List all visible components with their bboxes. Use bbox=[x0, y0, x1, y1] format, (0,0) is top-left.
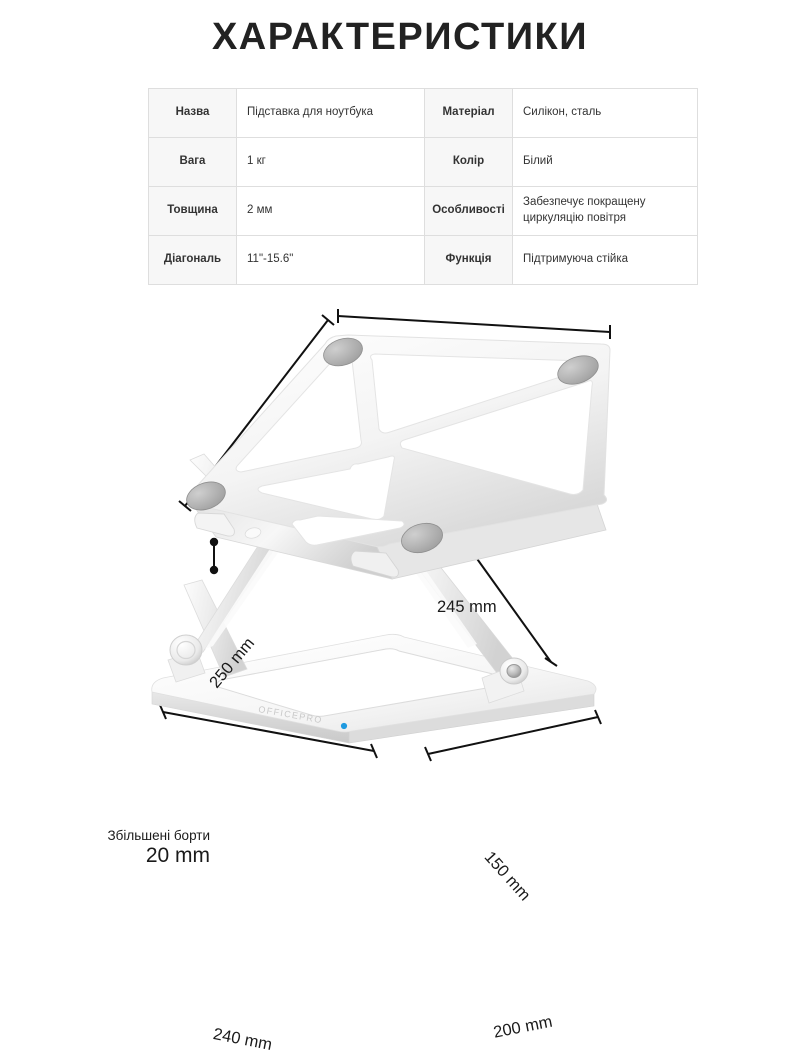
spec-value-color: Білий bbox=[512, 137, 698, 187]
platform-slot-lower bbox=[291, 515, 405, 546]
spec-value-function: Підтримуюча стійка bbox=[512, 235, 698, 285]
spec-value-features: Забезпечує покращену циркуляцію повітря bbox=[512, 186, 698, 236]
dimension-label-200mm: 200 mm bbox=[492, 1012, 554, 1042]
top-platform bbox=[186, 334, 611, 580]
rim-lip-right bbox=[350, 550, 399, 578]
corner-pad-bottom-left bbox=[186, 481, 226, 511]
specifications-table: Назва Підставка для ноутбука Матеріал Си… bbox=[148, 88, 698, 285]
page-title: ХАРАКТЕРИСТИКИ bbox=[211, 16, 589, 58]
rim-lip-left bbox=[194, 512, 235, 537]
dimension-label-245mm: 245 mm bbox=[437, 598, 497, 616]
rim-note: Збільшені борти 20 mm bbox=[88, 828, 210, 868]
rim-note-label: Збільшені борти bbox=[107, 828, 210, 843]
spec-key-function: Функція bbox=[424, 235, 513, 285]
dimension-line-20mm bbox=[209, 537, 219, 575]
corner-pad-bottom-right bbox=[401, 522, 443, 554]
right-hinge bbox=[481, 657, 529, 704]
spec-key-features: Особливості bbox=[424, 186, 513, 236]
table-row: Товщина 2 мм Особливості Забезпечує покр… bbox=[148, 186, 698, 236]
spec-key-material: Матеріал bbox=[424, 88, 513, 138]
dimension-line-200mm bbox=[424, 709, 602, 762]
spec-value-thickness: 2 мм bbox=[236, 186, 425, 236]
dimension-label-240mm: 240 mm bbox=[211, 1025, 274, 1055]
right-hinge-screw-icon bbox=[506, 664, 522, 678]
table-row: Вага 1 кг Колір Білий bbox=[148, 137, 698, 187]
spec-value-material: Силікон, сталь bbox=[512, 88, 698, 138]
rim-roller bbox=[244, 527, 262, 539]
spec-table-container: Назва Підставка для ноутбука Матеріал Си… bbox=[148, 88, 698, 285]
spec-value-weight: 1 кг bbox=[236, 137, 425, 187]
spec-key-name: Назва bbox=[148, 88, 237, 138]
table-body: Назва Підставка для ноутбука Матеріал Си… bbox=[148, 88, 698, 285]
corner-pad-top-left bbox=[323, 337, 363, 367]
leg-left-rail bbox=[205, 544, 282, 649]
center-hinge bbox=[167, 634, 206, 683]
dimension-line-245mm bbox=[337, 309, 611, 339]
platform-cutout-right bbox=[399, 380, 593, 495]
spec-key-thickness: Товщина bbox=[148, 186, 237, 236]
spec-value-name: Підставка для ноутбука bbox=[236, 88, 425, 138]
spec-value-diagonal: 11"-15.6" bbox=[236, 235, 425, 285]
base-plate: OFFICEPRO bbox=[151, 633, 597, 744]
dimension-line-240mm bbox=[159, 704, 378, 759]
spec-key-diagonal: Діагональ bbox=[148, 235, 237, 285]
laptop-stand-drawing: OFFICEPRO bbox=[151, 309, 611, 762]
product-illustration: OFFICEPRO bbox=[0, 288, 800, 1054]
dimension-label-150mm: 150 mm bbox=[480, 848, 534, 905]
spec-key-weight: Вага bbox=[148, 137, 237, 187]
center-hinge-ring bbox=[176, 640, 196, 660]
center-hinge-knob bbox=[169, 634, 203, 666]
table-row: Діагональ 11"-15.6" Функція Підтримуюча … bbox=[148, 235, 698, 285]
corner-pad-top-right bbox=[557, 355, 599, 385]
spec-key-color: Колір bbox=[424, 137, 513, 187]
brand-dot-icon bbox=[340, 722, 348, 730]
table-row: Назва Підставка для ноутбука Матеріал Си… bbox=[148, 88, 698, 138]
rim-note-value: 20 mm bbox=[145, 844, 210, 868]
